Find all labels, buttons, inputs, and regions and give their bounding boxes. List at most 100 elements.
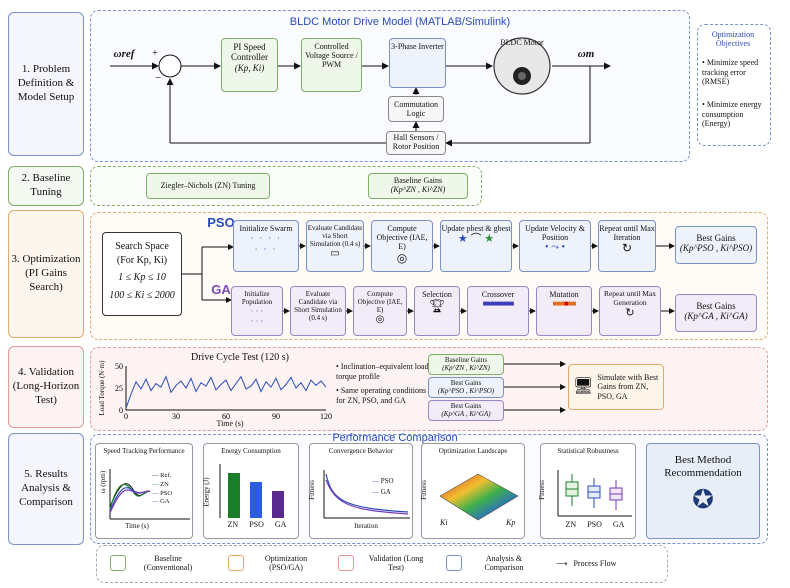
trophy-icon: 🏆︎	[428, 298, 446, 314]
stage-1-label: 1. Problem Definition & Model Setup	[8, 12, 84, 156]
energy-title: Energy Consumption	[221, 447, 281, 455]
pi-controller-label: PI Speed Controller	[231, 42, 268, 63]
x-tick-label: 30	[172, 412, 180, 421]
robust-xtick-ga: GA	[612, 520, 625, 529]
hall-sensor-label: Hall Sensors / Rotor Position	[392, 133, 440, 152]
hall-sensor-block: Hall Sensors / Rotor Position	[386, 131, 446, 155]
pso-step-2-label: Evaluate Candidate via Short Simulation …	[307, 224, 363, 249]
velocity-icon: • ⤳ •	[544, 242, 565, 254]
val-gains-zn-title: Baseline Gains	[444, 356, 488, 364]
objective-item-1: • Minimize speed tracking error (RMSE)	[702, 58, 759, 87]
legend-swatch-validation	[338, 555, 354, 571]
legend-item-analysis: Analysis & Comparison	[446, 551, 566, 575]
validation-bullet-2-text: Same operating conditions for ZN, PSO, a…	[336, 386, 427, 405]
objectives-panel	[697, 24, 771, 146]
motor-icon	[493, 37, 551, 95]
results-title: Performance Comparison	[332, 432, 458, 444]
robust-xtick-pso: PSO	[587, 520, 602, 529]
val-gains-ga: Best Gains(Kp^GA , Ki^GA)	[428, 400, 504, 421]
pso-step-2: Evaluate Candidate via Short Simulation …	[306, 220, 364, 272]
convergence-ylabel: Fitness	[307, 480, 316, 500]
conv-legend-pso: — PSO	[372, 477, 394, 485]
drive-cycle-title: Drive Cycle Test (120 s)	[191, 352, 289, 363]
pso-step-4-label: Update pbest & gbest	[441, 224, 511, 233]
search-space-for: (For Kp, Ki)	[116, 254, 168, 266]
best-method-card: Best Method Recommendation ✪	[646, 443, 760, 539]
ga-step-7-label: Repeat until Max Generation	[603, 289, 657, 307]
val-gains-ga-title: Best Gains	[450, 402, 482, 410]
objective-text-1: Minimize speed tracking error (RMSE)	[702, 58, 759, 87]
search-space-title: Search Space	[115, 241, 169, 252]
convergence-legend: — PSO — GA	[372, 476, 394, 497]
ga-step-2: Evaluate Candidate via Short Simulation …	[290, 286, 346, 336]
omega-ref-label: ωref	[113, 48, 135, 60]
ga-step-7: Repeat until Max Generation↻	[599, 286, 661, 336]
speed-legend: — Ref. — ZN — PSO — GA	[152, 472, 172, 507]
ga-step-5: Crossover■■■■■■■■	[467, 286, 529, 336]
pso-step-3-label: Compute Objective (IAE, E)	[376, 224, 428, 252]
monitor-icon: ▭	[330, 248, 340, 260]
legend-swatch-baseline	[110, 555, 126, 571]
x-tick-label: 60	[222, 412, 230, 421]
val-gains-zn-value: (Kp^ZN , Ki^ZN)	[442, 364, 490, 373]
energy-xtick-pso: PSO	[249, 520, 264, 529]
baseline-gains-block: Baseline Gains (Kp^ZN , Ki^ZN)	[368, 173, 468, 199]
pso-step-6-label: Repeat until Max Iteration	[599, 224, 655, 243]
y-tick-label: 50	[115, 362, 123, 371]
convergence-plot	[323, 470, 410, 519]
ga-step-4-label: Selection	[422, 290, 452, 299]
ga-best-value: (Kp^GA , Ki^GA)	[684, 311, 748, 322]
pso-step-1-label: Initialize Swarm	[239, 224, 293, 233]
legend-arrow-icon: ⟶	[556, 558, 568, 568]
legend-swatch-optimization	[228, 555, 244, 571]
val-gains-pso: Best Gains(Kp^PSO , Ki^PSO)	[428, 377, 504, 398]
energy-xtick-ga: GA	[274, 520, 287, 529]
validation-bullet-1-text: Inclination–equivalent load torque profi…	[336, 362, 429, 381]
target-icon-ga: ◎	[375, 314, 385, 326]
robustness-boxplot	[557, 470, 632, 517]
landscape-surface	[439, 473, 519, 521]
conv-legend-pso-text: PSO	[380, 477, 394, 485]
stage-2-text: 2. Baseline Tuning	[21, 172, 71, 198]
stars-icon: ★ ⌒ ★	[457, 233, 495, 246]
landscape-x1: Ki	[440, 518, 448, 527]
legend-label-analysis: Analysis & Comparison	[484, 554, 524, 572]
torque-series-line	[125, 375, 327, 409]
stage-2-label: 2. Baseline Tuning	[8, 166, 84, 206]
best-method-label: Best Method Recommendation	[664, 454, 742, 479]
computer-icon: 🖥︎	[573, 377, 594, 395]
kp-range: 1 ≤ Kp ≤ 10	[118, 272, 166, 283]
speed-tracking-card: Speed Tracking Performance	[95, 443, 193, 539]
conv-legend-ga-text: GA	[380, 487, 391, 496]
stage-3-text: 3. Optimization (PI Gains Search)	[11, 253, 81, 293]
model-diagram	[110, 37, 611, 147]
legend-bar	[96, 545, 668, 583]
loop-icon-ga: ↻	[625, 307, 635, 320]
stage-4-text: 4. Validation (Long-Horizon Test)	[12, 366, 80, 406]
ga-step-3: Compute Objective (IAE, E)◎	[353, 286, 407, 336]
landscape-ylabel: Fitness	[419, 480, 428, 500]
pso-best-value: (Kp^PSO , Ki^PSO)	[679, 243, 753, 254]
mutation-icon: ■■■■■■	[552, 299, 576, 309]
legend-label-validation: Validation (Long Test)	[368, 554, 424, 572]
speed-legend-ref: — Ref.	[152, 472, 172, 479]
conv-legend-ga: — GA	[372, 487, 391, 496]
ki-range: 100 ≤ Ki ≤ 2000	[109, 289, 175, 301]
drive-cycle-xlabel: Time (s)	[216, 419, 244, 428]
ga-step-1: Initialize Population∙ · ∙· ∙ ·	[231, 286, 283, 336]
simulate-block: 🖥︎ Simulate with Best Gains from ZN, PSO…	[568, 364, 664, 410]
ga-best-gains: Best Gains(Kp^GA , Ki^GA)	[675, 294, 757, 332]
landscape-title: Optimization Landscape	[438, 447, 508, 455]
energy-ylabel: Energy (J)	[202, 477, 211, 507]
speed-legend-ga: — GA	[152, 498, 170, 506]
energy-bar-ga	[272, 491, 284, 518]
ga-step-5-label: Crossover	[481, 290, 515, 299]
convergence-title: Convergence Behavior	[328, 447, 394, 455]
validation-bullet-1: • Inclination–equivalent load torque pro…	[336, 362, 429, 381]
omega-m-label: ωm	[577, 48, 595, 60]
pso-best-title: Best Gains	[696, 233, 736, 243]
legend-item-optimization: Optimization (PSO/GA)	[228, 551, 348, 575]
ga-step-1-label: Initialize Population	[241, 290, 273, 307]
ga-label: GA	[211, 282, 231, 297]
legend-label-optimization: Optimization (PSO/GA)	[264, 554, 308, 572]
